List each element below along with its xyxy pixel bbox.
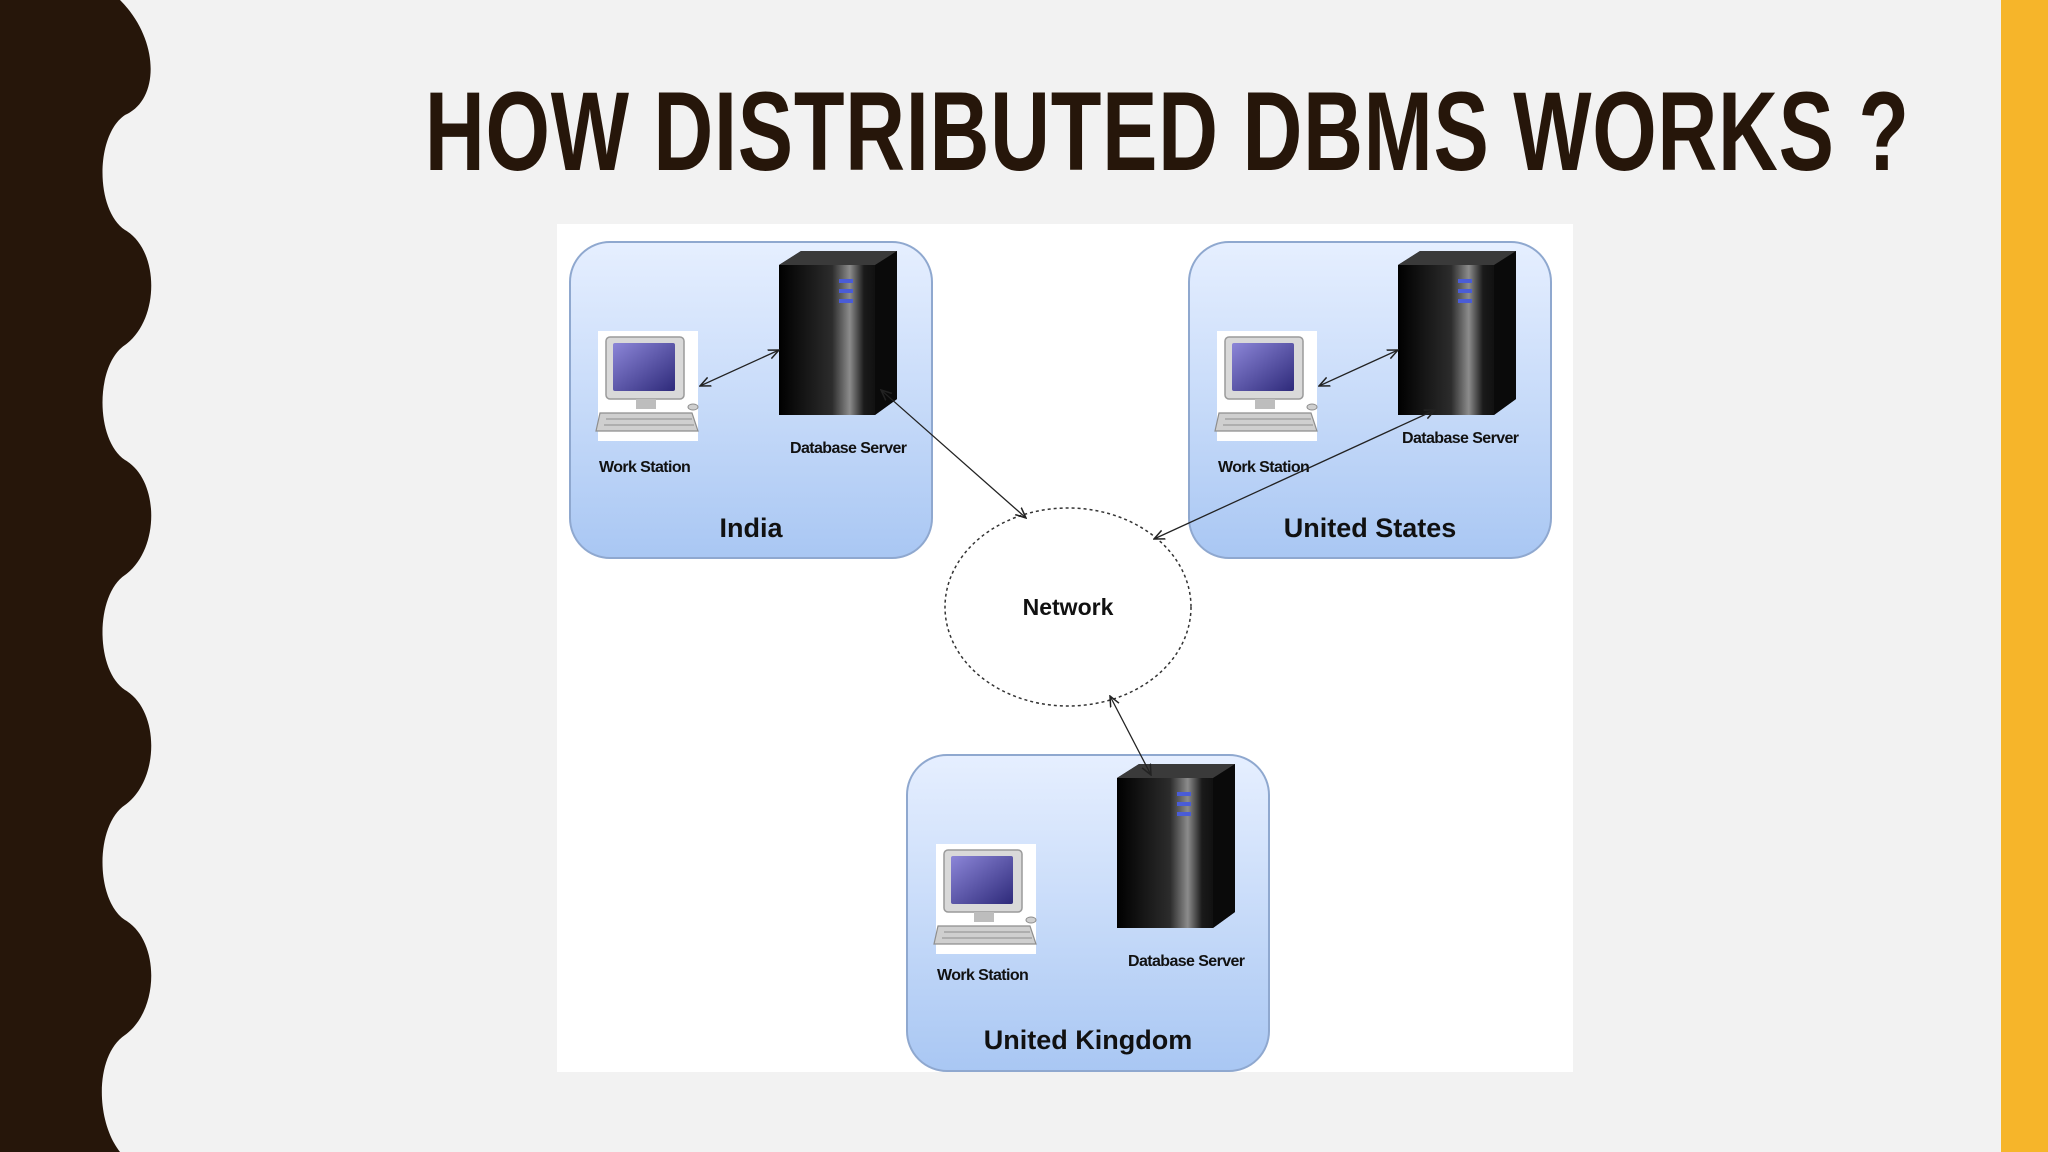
- india-database-server-icon: [779, 251, 897, 415]
- uk-network-connector: [1110, 696, 1151, 775]
- united-states-database-server-icon: [1398, 251, 1516, 415]
- united-states-site-label: United States: [1284, 513, 1457, 543]
- slide-title: HOW DISTRIBUTED DBMS WORKS ?: [424, 69, 1910, 194]
- india-workstation-icon: [595, 330, 699, 442]
- united-kingdom-server-label: Database Server: [1128, 953, 1245, 970]
- network-ellipse: [944, 507, 1192, 707]
- us-workstation-server-connector: [1319, 350, 1398, 386]
- india-site-label: India: [719, 513, 783, 543]
- network-label: Network: [1023, 594, 1114, 620]
- india-workstation-server-connector: [700, 350, 779, 386]
- site-united-kingdom: Work Station Database Server United King…: [906, 754, 1270, 1072]
- diagram-canvas: Work Station Database Server India Work …: [569, 241, 1552, 1072]
- right-accent-band: [2001, 0, 2048, 1152]
- india-network-connector: [881, 390, 1026, 518]
- site-united-states: Work Station Database Server United Stat…: [1188, 241, 1552, 559]
- left-wavy-band: [0, 0, 152, 1152]
- distributed-dbms-diagram: Work Station Database Server India Work …: [557, 224, 1573, 1072]
- united-states-workstation-icon: [1214, 330, 1318, 442]
- united-kingdom-site-label: United Kingdom: [984, 1025, 1192, 1055]
- united-kingdom-workstation-icon: [933, 843, 1037, 955]
- united-states-server-label: Database Server: [1402, 430, 1519, 447]
- network-node: Network: [944, 507, 1192, 707]
- india-workstation-label: Work Station: [599, 459, 690, 476]
- site-india: Work Station Database Server India: [569, 241, 933, 559]
- us-network-connector: [1154, 410, 1435, 539]
- united-kingdom-database-server-icon: [1117, 764, 1235, 928]
- united-kingdom-workstation-label: Work Station: [937, 967, 1028, 984]
- india-server-label: Database Server: [790, 440, 907, 457]
